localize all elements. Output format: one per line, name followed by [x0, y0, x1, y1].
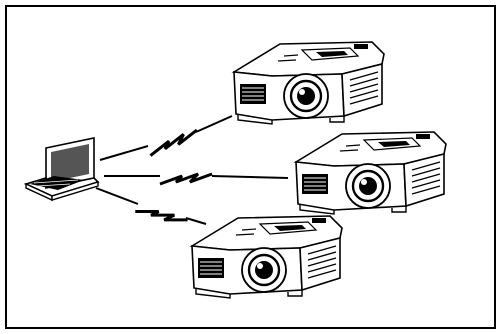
laptop-icon — [23, 137, 100, 202]
wireless-link-1 — [99, 115, 233, 161]
wireless-link-3 — [95, 187, 207, 231]
wireless-link-2 — [104, 172, 289, 186]
